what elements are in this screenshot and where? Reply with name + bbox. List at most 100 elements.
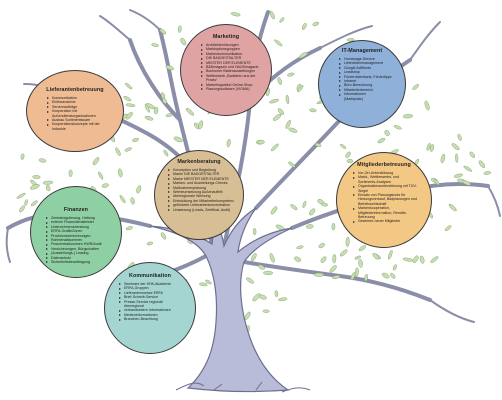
leaf-shape xyxy=(269,10,275,20)
leaf-shape xyxy=(269,98,280,104)
leaf-shape xyxy=(124,82,133,90)
leaf-shape xyxy=(163,149,169,157)
node-kommunikation: Kommunikation Seminare der SHK-Akademie … xyxy=(104,262,196,354)
leaf-shape xyxy=(125,112,133,120)
node-marketing-list: Architektenlösungen Marktoptionsgruppen … xyxy=(201,43,271,91)
node-kommunikation-item: ERFA-Gruppen xyxy=(119,286,195,290)
leaf-shape xyxy=(119,195,126,204)
leaf-shape xyxy=(101,183,109,188)
node-kommunikation-item: Seminare der SHK-Akademie xyxy=(119,282,195,286)
leaf-shape xyxy=(244,311,251,320)
node-marketing-item: Architektenlösungen xyxy=(201,43,271,47)
node-kommunikation-item: Presse-Service regional/überregional xyxy=(119,300,178,309)
leaf-shape xyxy=(434,179,440,186)
leaf-shape xyxy=(136,185,142,194)
node-finanzen-list: Zentralregulierung, Haftung externe Fina… xyxy=(46,216,121,264)
node-lieferantenbetreuung-list: Kommunikation Einflussnahme Serviceauftr… xyxy=(47,96,123,131)
leaf-shape xyxy=(258,264,265,270)
node-lieferantenbetreuung-item: Serviceaufträge xyxy=(47,105,123,109)
node-marketing: Marketing Architektenlösungen Marktoptio… xyxy=(180,24,272,116)
node-it-management-item: Intranet xyxy=(339,79,405,83)
leaf-shape xyxy=(269,253,275,263)
node-markenberatung-item: Marke DIE BADGESTALTER xyxy=(168,172,243,176)
leaf-shape xyxy=(285,119,291,129)
node-markenberatung-title: Markenberatung xyxy=(177,159,221,165)
leaf-shape xyxy=(263,270,273,276)
node-marketing-item: Wettbewerb „Badideen aus der Praxis“ xyxy=(201,74,264,83)
leaf-shape xyxy=(429,144,434,152)
leaf-shape xyxy=(309,208,316,216)
trunk-roots xyxy=(175,381,311,393)
leaf-shape xyxy=(16,192,26,199)
leaf-shape xyxy=(125,103,136,107)
leaf-shape xyxy=(312,21,320,27)
node-mitgliederbetreuung-item: Gewinner-neuer Mitglieder xyxy=(353,219,431,223)
leaf-shape xyxy=(144,115,154,121)
leaf-shape xyxy=(318,243,325,249)
leaf-shape xyxy=(153,106,159,115)
node-marketing-item: Marktoptionsgruppen xyxy=(201,47,271,51)
node-kommunikation-title: Kommunikation xyxy=(128,273,172,279)
leaf-shape xyxy=(246,277,254,284)
leaf-shape xyxy=(358,245,367,252)
node-finanzen-item: Provisionsberechnungen xyxy=(46,234,121,238)
tree-branch xyxy=(409,21,441,61)
leaf-shape xyxy=(317,199,324,204)
leaf-shape xyxy=(412,255,419,264)
node-finanzen-item: Postzentralkommen HWR/Audit xyxy=(46,242,121,246)
leaf-shape xyxy=(132,137,139,142)
leaf-shape xyxy=(144,104,151,113)
leaf-shape xyxy=(258,294,267,300)
node-marketing-item: MEISTER DER ELEMENTE xyxy=(201,61,271,65)
leaf-shape xyxy=(451,143,460,151)
leaf-shape xyxy=(146,241,154,246)
node-markenberatung-item: Marken- und Ausstellungs-Checks xyxy=(168,181,243,185)
node-marketing-item: DIE BADGESTALTER xyxy=(201,56,271,60)
node-mitgliederbetreuung-item: Vor-Ort-Unterstützung xyxy=(353,171,431,175)
leaf-shape xyxy=(354,267,359,277)
leaf-shape xyxy=(448,203,457,212)
leaf-shape xyxy=(424,100,430,111)
node-kommunikation-item: verbandsintern Informationen xyxy=(119,308,195,312)
node-kommunikation-item: Brief-Schreib-Service xyxy=(119,295,195,299)
node-markenberatung-item: Marke MEISTER DER ELEMENTE xyxy=(168,177,243,181)
tree-branch xyxy=(319,25,373,49)
leaf-shape xyxy=(402,114,413,119)
leaf-shape xyxy=(173,136,183,143)
leaf-shape xyxy=(339,249,348,257)
leaf-shape xyxy=(274,39,283,47)
leaf-shape xyxy=(180,37,187,46)
node-kommunikation-list: Seminare der SHK-Akademie ERFA-Gruppen L… xyxy=(119,282,195,322)
leaf-shape xyxy=(285,94,290,105)
node-lieferantenbetreuung-title: Lieferantenbetreuung xyxy=(46,87,104,93)
node-mitgliederbetreuung-list: Vor-Ort-Unterstützung Markt-, Wettbewerb… xyxy=(353,171,431,224)
node-marketing-item: Markenkommunikation xyxy=(201,52,271,56)
node-marketing-item: Bochumer Bäderausstellungen xyxy=(201,69,271,73)
tree-branch xyxy=(129,9,161,31)
leaf-shape xyxy=(345,236,350,247)
leaf-shape xyxy=(426,142,431,151)
leaf-shape xyxy=(290,204,298,211)
node-it-management: IT-Management Homepage-Service Lieferant… xyxy=(318,40,406,128)
node-lieferantenbetreuung-item: Ausbau Sortimentsware xyxy=(47,118,123,122)
leaf-shape xyxy=(301,23,307,30)
leaf-shape xyxy=(165,113,173,118)
node-finanzen-item: Versicherungen, Bürgschaften xyxy=(46,247,121,251)
leaf-shape xyxy=(392,264,397,271)
leaf-shape xyxy=(358,259,363,268)
leaf-shape xyxy=(130,197,135,205)
tree-trunk xyxy=(149,195,293,393)
node-it-management-item: Mitarbeiterbereich xyxy=(339,88,405,92)
leaf-shape xyxy=(226,138,231,148)
leaf-shape xyxy=(198,120,204,130)
leaf-shape xyxy=(453,173,463,178)
leaf-shape xyxy=(151,43,159,47)
node-it-management-item: Google AdWords xyxy=(339,66,405,70)
node-kommunikation-item: Lieferantenmesse ERFA xyxy=(119,291,195,295)
node-it-management-item: Lieferantenmanagement xyxy=(339,61,405,65)
leaf-shape xyxy=(19,205,25,213)
tree-branch xyxy=(5,227,11,263)
node-markenberatung-item: geförderte Lieferantenkonzentration xyxy=(168,203,243,207)
leaf-shape xyxy=(388,250,393,260)
leaf-shape xyxy=(469,151,476,158)
